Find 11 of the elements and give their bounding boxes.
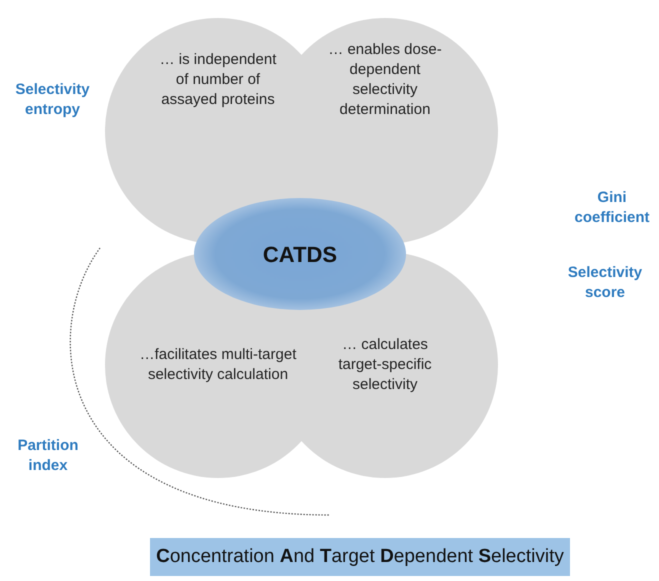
- metric-label: Gini coefficient: [573, 188, 650, 228]
- metric-label: Selectivity entropy: [14, 80, 91, 120]
- banner-text: Concentration And Target Dependent Selectivity: [156, 546, 564, 568]
- circle-text: … calculates target-specific selectivity: [337, 335, 433, 395]
- circle-text: … is independent of number of assayed proteins: [159, 50, 277, 110]
- metric-label: Partition index: [16, 436, 80, 476]
- center-title: CATDS: [262, 242, 338, 268]
- title-banner: [150, 538, 570, 576]
- circle-text: …facilitates multi-target selectivity calculation: [138, 345, 298, 385]
- circle-text: … enables dose-dependent selectivity determination: [327, 40, 443, 120]
- metric-label: Selectivity score: [566, 263, 644, 303]
